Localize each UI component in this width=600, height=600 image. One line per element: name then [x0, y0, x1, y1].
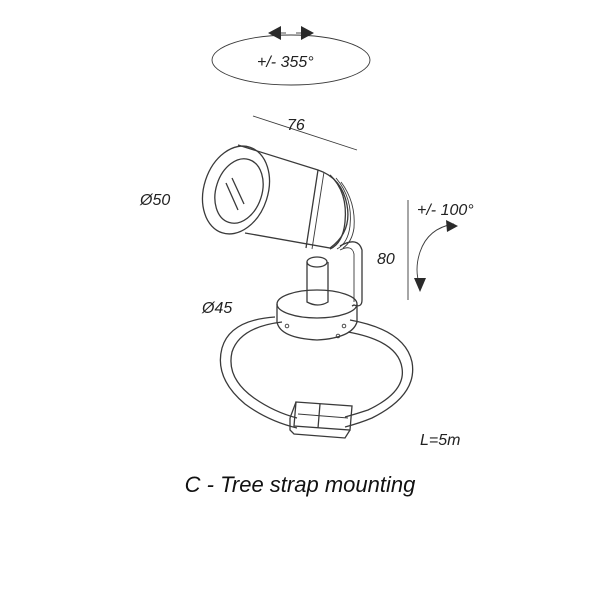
rotation-arrow-left-icon: [268, 26, 281, 40]
base-disc: [276, 289, 358, 341]
bracket: [306, 241, 363, 307]
spotlight-head: [201, 144, 355, 250]
tree-strap: [219, 316, 414, 439]
height-label: 80: [377, 251, 395, 268]
tilt-label: +/- 100°: [417, 202, 474, 219]
tilt-arrow-down-icon: [414, 278, 426, 292]
head-diameter-label: Ø50: [139, 192, 170, 209]
rotation-indicator: +/- 355°: [211, 26, 371, 86]
tilt-indicator: +/- 100°: [414, 202, 474, 292]
length-dimension: 76: [252, 115, 358, 151]
rotation-label: +/- 355°: [257, 54, 314, 71]
caption: C - Tree strap mounting: [185, 472, 416, 497]
height-dimension: 80: [377, 200, 409, 300]
rotation-ellipse: [211, 34, 371, 86]
rotation-arrow-right-icon: [301, 26, 314, 40]
base-diameter-label: Ø45: [201, 300, 232, 317]
strap-length-label: L=5m: [420, 432, 460, 449]
tilt-arrow-up-icon: [446, 220, 458, 232]
length-label: 76: [287, 117, 305, 134]
